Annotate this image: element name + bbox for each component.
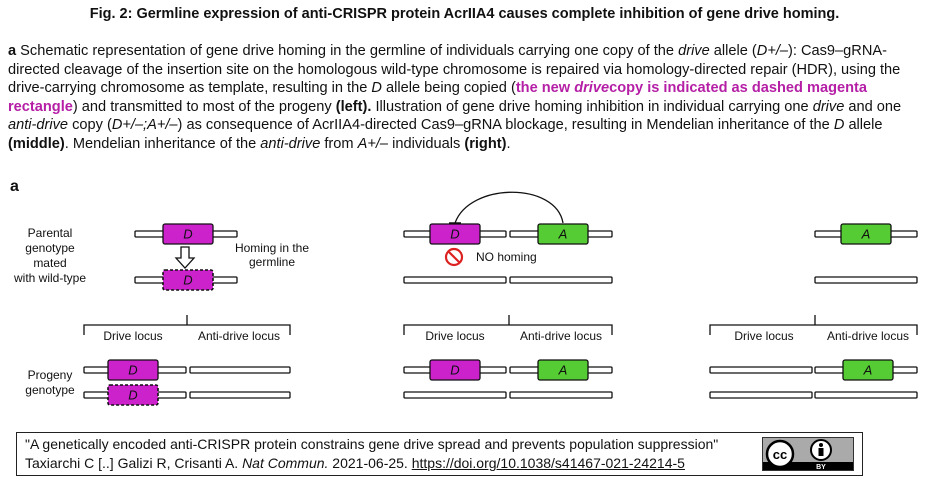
antidrive-locus-label: Anti-drive locus	[520, 329, 602, 343]
citation-box: "A genetically encoded anti-CRISPR prote…	[16, 432, 863, 476]
antidrive-locus-label: Anti-drive locus	[827, 329, 909, 343]
figure-title: Fig. 2: Germline expression of anti-CRIS…	[89, 6, 840, 22]
parental-genotype-label: mated	[33, 256, 66, 270]
figure-caption: a Schematic representation of gene drive…	[8, 43, 902, 152]
allele-d-label: D	[183, 273, 192, 288]
progeny-chromosome	[189, 391, 291, 399]
antidrive-locus-label: Anti-drive locus	[198, 329, 280, 343]
down-arrow-icon	[174, 246, 196, 269]
no-homing-label: NO homing	[476, 250, 537, 264]
allele-a-label: A	[863, 363, 873, 378]
progeny-genotype-label: genotype	[25, 383, 75, 397]
progeny-drive-allele	[107, 359, 159, 381]
caption-letter: a	[8, 43, 17, 59]
progeny-chromosome	[814, 391, 918, 399]
allele-d-label: D	[128, 363, 137, 378]
drive-allele	[162, 223, 214, 245]
progeny-chromosome	[709, 366, 813, 374]
no-cas9-slash	[447, 250, 461, 264]
progeny-chromosome	[403, 391, 507, 399]
svg-text:cc: cc	[773, 447, 787, 462]
locus-bracket-right	[709, 315, 918, 335]
allele-d-label: D	[128, 388, 137, 403]
locus-bracket-left	[83, 315, 291, 335]
citation-title: "A genetically encoded anti-CRISPR prote…	[25, 436, 719, 452]
allele-a-label: A	[558, 227, 568, 242]
wildtype-chromosome	[403, 276, 507, 284]
cc-by-icon: cc BY	[762, 437, 854, 471]
progeny-genotype-label: Progeny	[28, 368, 73, 382]
antidrive-allele	[537, 223, 589, 245]
progeny-new-drive-copy	[107, 384, 159, 406]
progeny-chromosome	[189, 366, 291, 374]
wildtype-chromosome	[814, 276, 918, 284]
homing-label: germline	[249, 255, 295, 269]
allele-d-label: D	[183, 227, 192, 242]
citation-authors: Taxiarchi C [..] Galizi R, Crisanti A. N…	[25, 455, 685, 471]
drive-locus-label: Drive locus	[734, 329, 793, 343]
allele-d-label: D	[450, 363, 459, 378]
allele-a-label: A	[558, 363, 568, 378]
new-drive-copy	[162, 269, 214, 291]
allele-a-label: A	[861, 227, 871, 242]
locus-bracket-middle	[403, 315, 613, 335]
svg-text:BY: BY	[816, 464, 826, 470]
inhibition-arc-icon	[454, 191, 564, 224]
wildtype-chromosome	[509, 276, 613, 284]
allele-d-label: D	[450, 227, 459, 242]
parental-genotype-label: with wild-type	[13, 271, 86, 285]
progeny-chromosome	[509, 391, 613, 399]
progeny-antidrive-allele	[537, 359, 589, 381]
drive-allele	[429, 223, 481, 245]
progeny-chromosome	[709, 391, 813, 399]
doi-link[interactable]: https://doi.org/10.1038/s41467-021-24214…	[411, 455, 685, 471]
homing-label: Homing in the	[235, 241, 309, 255]
progeny-drive-allele	[429, 359, 481, 381]
progeny-antidrive-allele	[842, 359, 894, 381]
drive-locus-label: Drive locus	[103, 329, 162, 343]
antidrive-allele	[840, 223, 892, 245]
panel-label: a	[10, 178, 19, 195]
drive-locus-label: Drive locus	[425, 329, 484, 343]
magenta-note: the new drivecopy is indicated as dashed…	[8, 80, 867, 115]
parental-genotype-label: genotype	[25, 241, 75, 255]
parental-genotype-label: Parental	[28, 226, 73, 240]
